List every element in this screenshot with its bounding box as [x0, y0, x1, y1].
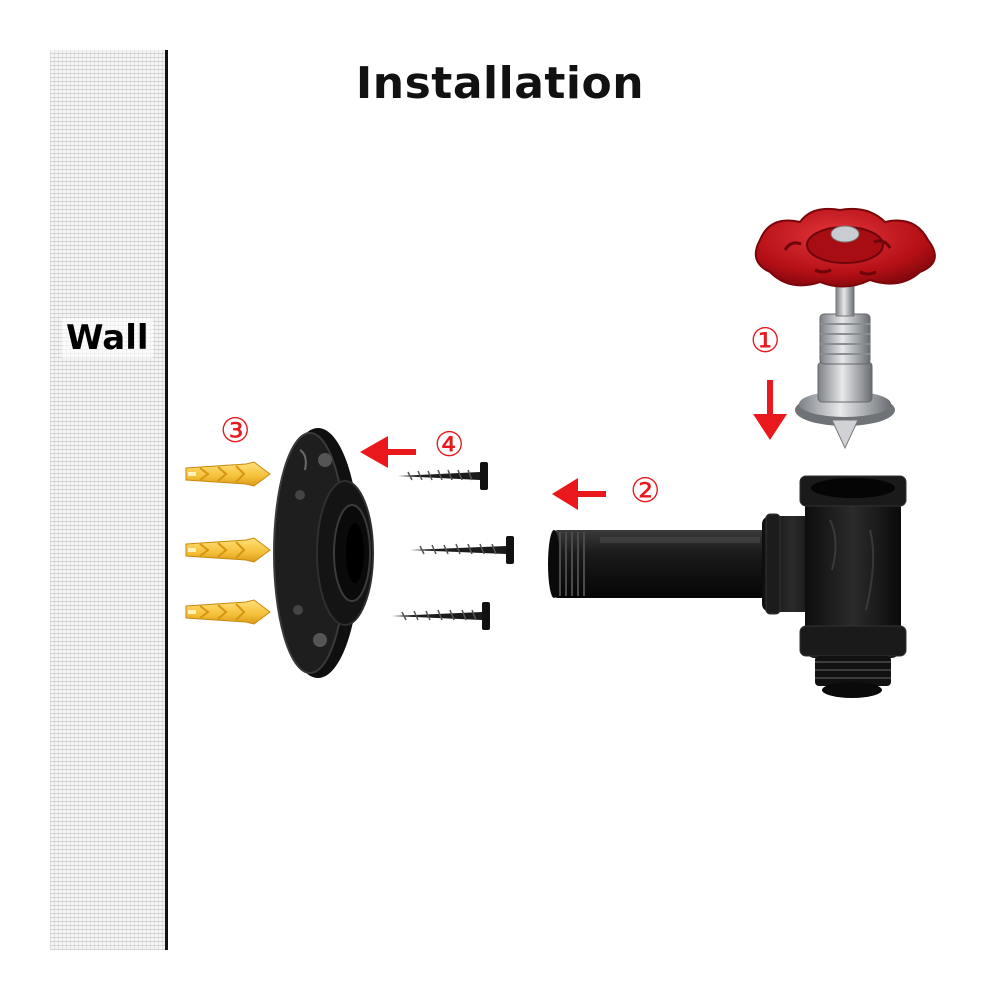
arrow-icon — [360, 436, 416, 468]
arrow-icon — [552, 478, 606, 510]
wood-screw — [398, 462, 488, 490]
wood-screw — [410, 536, 514, 564]
wood-screw — [392, 602, 490, 630]
gate-valve-handwheel — [754, 207, 936, 450]
wall-anchor — [185, 461, 271, 487]
wall-edge — [165, 50, 168, 950]
page-title: Installation — [355, 58, 645, 109]
pipe-nipple — [548, 530, 772, 598]
wall-label: Wall — [62, 318, 153, 358]
pipe-tee — [762, 475, 907, 698]
step-4-label: ④ — [434, 425, 465, 465]
floor-flange — [273, 428, 374, 678]
arrow-icon — [753, 380, 787, 440]
step-1-label: ① — [750, 321, 781, 361]
wall-anchor — [185, 599, 271, 625]
step-3-label: ③ — [220, 411, 251, 451]
step-2-label: ② — [630, 471, 661, 511]
wall — [50, 50, 165, 950]
wall-anchor — [185, 537, 271, 563]
